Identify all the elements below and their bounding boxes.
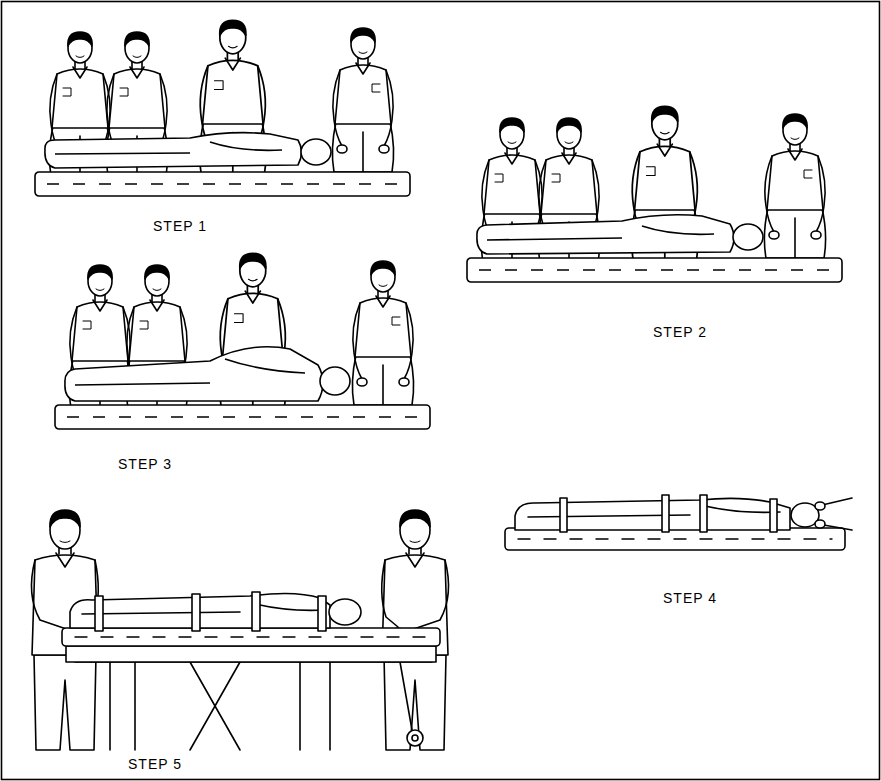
step-three-scene — [65, 347, 323, 401]
step-five-scene — [62, 592, 440, 750]
step-two-scene — [487, 226, 714, 240]
step-four-scene — [560, 498, 567, 532]
step-one-scene — [45, 133, 331, 168]
step-label: STEP 4 — [620, 590, 760, 606]
step-four-scene — [505, 528, 845, 550]
step-four-scene — [770, 499, 777, 532]
step-five-scene — [407, 730, 423, 746]
step-four-scene — [505, 495, 852, 550]
step-five-scene — [66, 646, 436, 662]
step-one-scene — [35, 172, 410, 196]
step-three-scene — [320, 367, 350, 395]
step-label: STEP 1 — [110, 218, 250, 234]
step-one-scene — [35, 20, 410, 196]
step-five-scene — [329, 599, 361, 625]
step-three-scene — [55, 253, 430, 429]
step-three-scene — [75, 359, 305, 385]
step-four-scene — [815, 520, 825, 528]
step-two-scene — [733, 224, 763, 250]
step-five-scene — [62, 628, 440, 646]
step-five-scene — [412, 735, 418, 741]
step-five-scene — [252, 592, 260, 631]
step-two-scene — [467, 258, 842, 282]
step-four-scene — [700, 495, 707, 532]
step-four-scene — [515, 498, 790, 530]
step-label: STEP 5 — [85, 756, 225, 772]
step-five-scene — [318, 596, 326, 631]
step-five-scene — [192, 594, 200, 631]
step-two-scene — [477, 215, 763, 254]
step-one-scene — [301, 139, 331, 165]
step-one-scene — [45, 133, 302, 168]
step-four-scene — [662, 495, 669, 532]
step-label: STEP 3 — [75, 456, 215, 472]
step-three-scene — [55, 405, 430, 429]
step-three-scene — [65, 347, 350, 401]
step-one-scene — [55, 142, 282, 154]
step-five-scene — [75, 636, 428, 637]
step-four-scene — [815, 502, 825, 510]
step-five-scene — [31, 510, 448, 750]
step-five-scene — [82, 604, 325, 614]
step-five-scene — [95, 596, 103, 631]
step-label: STEP 2 — [610, 324, 750, 340]
step-two-scene — [467, 106, 842, 282]
step-four-scene — [518, 538, 832, 539]
step-two-scene — [477, 215, 734, 254]
step-five-scene — [75, 662, 432, 750]
